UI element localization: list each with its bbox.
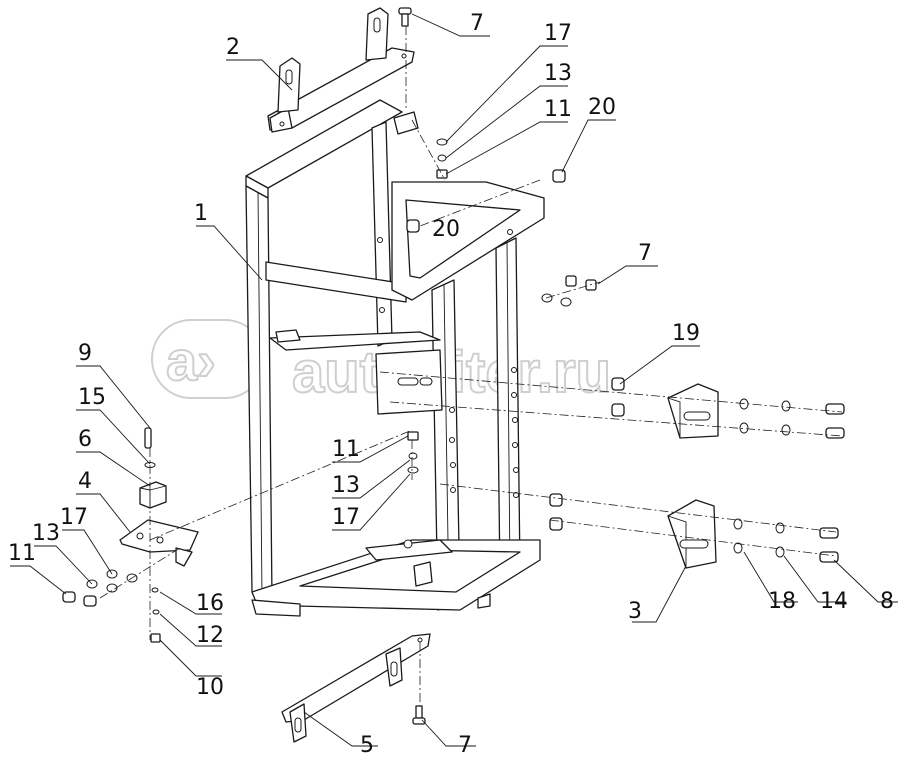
callout-7-bottom: 7: [458, 733, 472, 757]
callout-20-right: 20: [588, 95, 616, 120]
callout-10: 10: [196, 675, 224, 700]
part-1-main-frame: [245, 99, 545, 617]
callout-13-left: 13: [32, 521, 60, 546]
part-2-top-bracket: [267, 7, 415, 133]
callout-1: 1: [194, 201, 208, 226]
callout-11-mid: 11: [332, 437, 360, 462]
leader-lines: [10, 13, 898, 747]
callout-2: 2: [226, 35, 240, 60]
callout-17-left: 17: [60, 505, 88, 530]
callout-8: 8: [880, 589, 894, 614]
callout-17-top: 17: [544, 21, 572, 46]
callout-labels: 7 2 17 13 11 20 20 1 7 19 9 15 6 4 11 13…: [8, 11, 894, 757]
callout-12: 12: [196, 623, 224, 648]
callout-5: 5: [360, 733, 374, 757]
callout-7-top: 7: [470, 11, 484, 36]
callout-13-mid: 13: [332, 473, 360, 498]
callout-17-mid: 17: [332, 505, 360, 530]
callout-11-top: 11: [544, 97, 572, 122]
fasteners: [62, 7, 845, 725]
callout-18: 18: [768, 589, 796, 614]
callout-15: 15: [78, 385, 106, 410]
callout-3: 3: [628, 599, 642, 624]
part-4-clamp-bracket: [119, 519, 199, 567]
callout-13-top: 13: [544, 61, 572, 86]
callout-6: 6: [78, 427, 92, 452]
callout-20-inner: 20: [432, 217, 460, 242]
callout-11-left: 11: [8, 541, 36, 566]
callout-14: 14: [820, 589, 848, 614]
part-3-lower-plate: [667, 499, 717, 569]
part-5-bottom-bracket: [281, 633, 431, 743]
callout-9: 9: [78, 341, 92, 366]
assembly-axis-lines: [99, 26, 843, 706]
callout-19: 19: [672, 321, 700, 346]
watermark-symbol: a›: [166, 329, 216, 392]
callout-16: 16: [196, 591, 224, 616]
part-6-block: [139, 481, 167, 509]
callout-4: 4: [78, 469, 92, 494]
part-3-upper-plate: [667, 383, 719, 439]
callout-7-mid: 7: [638, 241, 652, 266]
